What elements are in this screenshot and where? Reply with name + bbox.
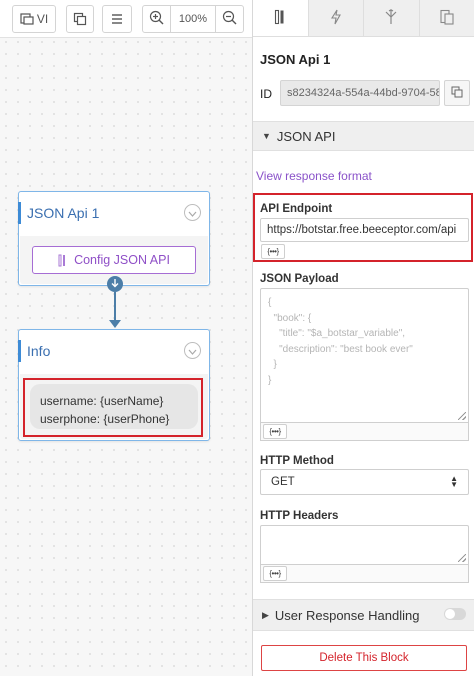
block-accent [18, 340, 21, 362]
connection-handle[interactable] [107, 276, 123, 292]
collapse-toggle[interactable] [184, 204, 201, 221]
zoom-out-button[interactable] [216, 6, 243, 32]
zoom-in-icon [149, 10, 164, 28]
user-response-section-label: User Response Handling [274, 607, 420, 623]
id-label: ID [260, 87, 272, 101]
properties-panel: JSON Api 1 ID s8234324a-554a-44bd-9704-5… [253, 0, 474, 676]
info-line-username: username: {userName} [40, 394, 164, 408]
http-method-label: HTTP Method [260, 455, 334, 467]
variables-icon [20, 12, 34, 26]
json-api-section-label: JSON API [276, 128, 336, 144]
chevron-down-icon [188, 344, 197, 358]
tab-properties[interactable] [253, 0, 308, 36]
zoom-out-icon [222, 10, 237, 28]
connector-arrowhead [109, 320, 121, 328]
info-line-userphone: userphone: {userPhone} [40, 412, 170, 426]
caret-down-icon: ▼ [262, 131, 271, 141]
config-json-api-button[interactable]: Config JSON API [32, 246, 196, 274]
json-api-icon [58, 254, 68, 267]
info-message[interactable]: username: {userName} userphone: {userPho… [30, 384, 198, 429]
user-response-toggle[interactable] [444, 608, 466, 620]
tab-actions[interactable] [307, 0, 364, 36]
variables-button[interactable]: VI [12, 5, 56, 33]
zoom-controls: 100% [142, 5, 244, 33]
variables-label: VI [36, 12, 49, 26]
select-arrows-icon: ▲▼ [450, 474, 458, 489]
tab-routing[interactable] [363, 0, 419, 36]
http-headers-textarea[interactable] [260, 525, 469, 565]
http-headers-label: HTTP Headers [260, 510, 339, 522]
json-api-block-title: JSON Api 1 [27, 205, 100, 221]
json-payload-label: JSON Payload [260, 273, 339, 285]
json-payload-footer: {•••} [260, 423, 469, 441]
align-icon [110, 12, 124, 26]
connector-line [114, 292, 116, 322]
zoom-in-button[interactable] [143, 6, 170, 32]
insert-variable-button[interactable]: {•••} [261, 244, 285, 259]
info-block-body: username: {userName} userphone: {userPho… [20, 374, 208, 439]
json-payload-textarea[interactable]: { "book": { "title": "$a_botstar_variabl… [260, 288, 469, 423]
highlight-box [253, 193, 473, 262]
caret-right-icon: ▶ [262, 609, 269, 620]
json-api-block[interactable]: JSON Api 1 Config JSON API [18, 191, 210, 286]
copy-settings-icon [440, 9, 454, 28]
panel-tabs [253, 0, 474, 37]
duplicate-icon [73, 12, 87, 26]
block-name-heading: JSON Api 1 [260, 52, 331, 67]
bolt-icon [330, 9, 342, 28]
highlight-box [23, 378, 203, 437]
panel-divider [252, 0, 253, 676]
info-block[interactable]: Info username: {userName} userphone: {us… [18, 329, 210, 441]
block-accent [18, 202, 21, 224]
zoom-level: 100% [170, 6, 216, 32]
copy-icon [451, 86, 463, 101]
json-api-section-header[interactable]: ▼ JSON API [253, 121, 474, 151]
variable-braces-icon: {•••} [267, 247, 279, 256]
json-payload-placeholder: { "book": { "title": "$a_botstar_variabl… [268, 297, 413, 386]
resize-handle[interactable] [458, 554, 466, 562]
insert-variable-button[interactable]: {•••} [263, 566, 287, 581]
delete-block-button[interactable]: Delete This Block [261, 645, 467, 671]
branch-icon [383, 8, 399, 28]
collapse-toggle[interactable] [184, 342, 201, 359]
api-endpoint-label: API Endpoint [260, 203, 333, 215]
api-endpoint-input[interactable]: https://botstar.free.beeceptor.com/api [260, 218, 469, 242]
canvas-toolbar: VI 100% [0, 0, 252, 38]
http-headers-footer: {•••} [260, 565, 469, 583]
block-id-field[interactable]: s8234324a-554a-44bd-9704-58 [280, 80, 440, 106]
insert-variable-button[interactable]: {•••} [263, 424, 287, 439]
align-button[interactable] [102, 5, 132, 33]
variable-braces-icon: {•••} [269, 427, 281, 436]
toggle-knob [445, 609, 455, 619]
duplicate-button[interactable] [66, 5, 94, 33]
arrow-down-icon [111, 277, 119, 291]
tab-settings[interactable] [418, 0, 474, 36]
info-block-title: Info [27, 343, 51, 359]
http-method-select[interactable]: GET ▲▼ [260, 469, 469, 495]
view-response-format-link[interactable]: View response format [256, 169, 372, 183]
flow-canvas[interactable]: VI 100% [0, 0, 252, 676]
user-response-section-header[interactable]: ▶ User Response Handling [253, 599, 474, 631]
properties-icon [274, 9, 286, 28]
chevron-down-icon [188, 206, 197, 220]
http-method-value: GET [271, 476, 295, 488]
config-json-api-label: Config JSON API [74, 253, 170, 267]
copy-id-button[interactable] [444, 80, 470, 106]
variable-braces-icon: {•••} [269, 569, 281, 578]
resize-handle[interactable] [458, 412, 466, 420]
